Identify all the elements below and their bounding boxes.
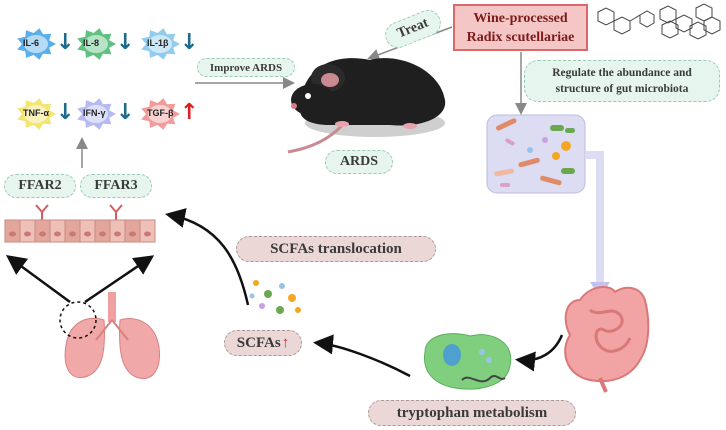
trend-down-arrow-icon: ↓: [116, 30, 135, 55]
lung-to-epithelium-left-arrow: [5, 255, 71, 304]
epithelial-cell: [124, 219, 141, 243]
epithelial-cell: [64, 219, 81, 243]
epithelial-nucleus: [99, 231, 106, 237]
epithelial-cell: [49, 219, 66, 243]
ards-text: ARDS: [339, 154, 379, 169]
epithelial-nucleus: [24, 231, 31, 237]
lung-zoom-circle: [59, 301, 97, 339]
cytokine-cell-core: [84, 35, 108, 53]
scfas-translocation-label: SCFAs translocation: [236, 236, 436, 262]
lungs-illustration: [59, 292, 160, 379]
epithelial-nucleus: [84, 231, 91, 237]
trend-up-arrow-icon: ↑: [180, 100, 199, 125]
wine-processed-box: Wine-processed Radix scutellariae: [453, 4, 588, 51]
regulate-line-1: Regulate the abundance and: [552, 67, 692, 79]
cytokine-cell-core: [24, 105, 48, 123]
cytokine-label: IL-6: [23, 38, 40, 48]
ffar3-text: FFAR3: [94, 178, 138, 193]
ffar-receptors: [35, 204, 123, 220]
cytokine-cell-core: [148, 105, 172, 123]
epithelial-nucleus: [114, 231, 121, 237]
intestine-illustration: [564, 286, 650, 393]
cytokine-cell-core: [84, 105, 108, 123]
epithelial-cell: [94, 219, 111, 243]
tryptophan-to-scfas-arrow: [313, 334, 411, 378]
ffar2-label: FFAR2: [4, 174, 76, 198]
ffar2-text: FFAR2: [18, 178, 62, 193]
epithelial-nucleus: [54, 231, 61, 237]
scfas-translocation-text: SCFAs translocation: [270, 240, 402, 257]
epithelial-nucleus: [39, 231, 46, 237]
cytokine-cell-core: [148, 35, 172, 53]
cytokine-label: IL-1β: [147, 38, 169, 48]
cytokine-label: IL-8: [83, 38, 100, 48]
scfas-label: SCFAs ↑: [224, 330, 302, 356]
epithelial-cell: [34, 219, 51, 243]
tryptophan-text: tryptophan metabolism: [396, 404, 548, 421]
epithelial-nucleus: [144, 231, 151, 237]
regulate-line-2: structure of gut microbiota: [555, 83, 689, 95]
scfas-up-arrow-icon: ↑: [281, 334, 290, 351]
cytokine-label: IFN-γ: [83, 108, 106, 118]
epithelial-cell: [4, 219, 21, 243]
ffar3-label: FFAR3: [80, 174, 152, 198]
epithelial-cell: [139, 219, 156, 243]
intestine-to-tryptophan-arrow: [515, 334, 564, 372]
microbiota-to-intestine-arrow: [585, 151, 604, 285]
mouse-illustration: [287, 58, 446, 154]
epithelium-strip: [4, 219, 156, 243]
wine-line-2: Radix scutellariae: [466, 30, 575, 45]
scfas-to-epithelium-arrow: [165, 208, 250, 306]
trend-down-arrow-icon: ↓: [180, 30, 199, 55]
epithelial-cell: [19, 219, 36, 243]
regulate-label: Regulate the abundance and structure of …: [524, 60, 720, 102]
epithelial-cell: [109, 219, 126, 243]
tryptophan-label: tryptophan metabolism: [368, 400, 576, 426]
epithelial-nucleus: [9, 231, 16, 237]
trend-down-arrow-icon: ↓: [56, 30, 75, 55]
ards-label: ARDS: [325, 150, 393, 174]
cytokine-label: TNF-α: [23, 108, 50, 118]
epithelial-cell: [79, 219, 96, 243]
cytokine-label: TGF-β: [147, 108, 174, 118]
chemical-structures: [597, 3, 721, 40]
improve-ards-label: Improve ARDS: [197, 58, 295, 77]
scfa-molecules: [249, 280, 301, 314]
epithelial-nucleus: [129, 231, 136, 237]
wine-line-1: Wine-processed: [473, 11, 568, 26]
scfas-text: SCFAs: [236, 334, 281, 351]
improve-ards-text: Improve ARDS: [209, 61, 283, 74]
trend-down-arrow-icon: ↓: [116, 100, 135, 125]
gut-microbiota-illustration: [486, 114, 586, 194]
cytokine-cell-core: [24, 35, 48, 53]
tryptophan-illustration: [423, 333, 512, 390]
lung-to-epithelium-right-arrow: [84, 255, 155, 304]
trend-down-arrow-icon: ↓: [56, 100, 75, 125]
epithelial-nucleus: [69, 231, 76, 237]
